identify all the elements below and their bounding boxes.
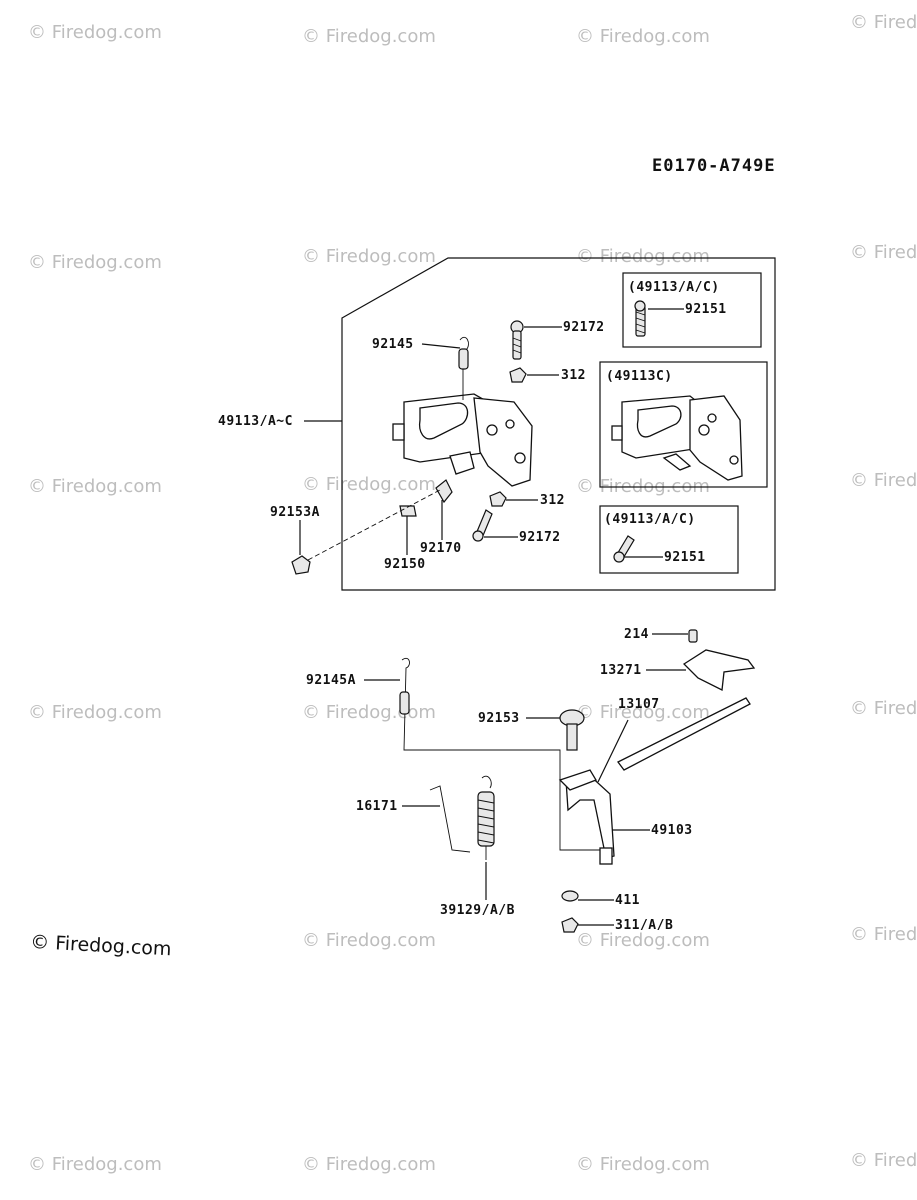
nut-311	[561, 917, 579, 933]
spring-92145a	[399, 657, 608, 851]
bolt-92172-top	[510, 320, 524, 360]
watermark: © Firedog.com	[28, 476, 162, 497]
label-92172-bottom: 92172	[519, 530, 561, 545]
watermark: © Firedog.com	[850, 470, 917, 491]
bolt-92172-bottom	[472, 509, 493, 542]
bolt-92153a	[291, 555, 311, 575]
label-13271: 13271	[600, 663, 642, 678]
label-13107: 13107	[618, 697, 660, 712]
label-49103: 49103	[651, 823, 693, 838]
watermark: © Firedog.com	[302, 474, 436, 495]
svg-text:92151: 92151	[664, 550, 706, 565]
governor-bracket-49113	[392, 393, 533, 487]
screw-214	[688, 629, 698, 643]
watermark: © Firedog.com	[28, 702, 162, 723]
watermark: © Firedog.com	[850, 242, 917, 263]
label-312-top: 312	[561, 368, 586, 383]
clip-92170	[435, 479, 453, 504]
spring-92145	[458, 336, 469, 400]
label-312-bottom: 312	[540, 493, 565, 508]
svg-text:(49113/A/C): (49113/A/C)	[604, 512, 696, 527]
watermark: © Firedog.com	[850, 1150, 917, 1171]
watermark: © Firedog.com	[576, 702, 710, 723]
label-92153a: 92153A	[270, 505, 320, 520]
svg-text:(49113/A/C): (49113/A/C)	[628, 280, 720, 295]
inset-49113-ac-top: (49113/A/C) 92151	[622, 272, 762, 348]
label-92170: 92170	[420, 541, 462, 556]
watermark: © Firedog.com	[576, 1154, 710, 1175]
watermark-main: © Firedog.com	[30, 931, 172, 960]
label-39129: 39129/A/B	[440, 903, 515, 918]
label-92153: 92153	[478, 711, 520, 726]
watermark-grid: © Firedog.com © Firedog.com © Firedog.co…	[28, 12, 917, 1175]
watermark: © Firedog.com	[28, 22, 162, 43]
watermark: © Firedog.com	[576, 26, 710, 47]
label-92172-top: 92172	[563, 320, 605, 335]
label-92145: 92145	[372, 337, 414, 352]
label-16171: 16171	[356, 799, 398, 814]
watermark: © Firedog.com	[28, 1154, 162, 1175]
label-49113: 49113/A~C	[218, 414, 293, 429]
bracket-icon	[611, 395, 743, 481]
svg-text:(49113C): (49113C)	[606, 369, 673, 384]
lever-49103	[558, 769, 615, 865]
bolt-92150	[399, 505, 417, 517]
watermark: © Firedog.com	[850, 698, 917, 719]
watermark: © Firedog.com	[576, 246, 710, 267]
leader-13107	[597, 719, 629, 783]
watermark: © Firedog.com	[576, 930, 710, 951]
diagram-code: E0170-A749E	[652, 156, 776, 176]
watermark: © Firedog.com	[850, 924, 917, 945]
nut-312-bottom	[489, 491, 507, 507]
label-311: 311/A/B	[615, 918, 673, 933]
svg-text:92151: 92151	[685, 302, 727, 317]
inset-49113c: (49113C)	[599, 361, 768, 488]
leader-92145	[421, 343, 461, 349]
washer-411	[561, 890, 579, 902]
label-411: 411	[615, 893, 640, 908]
label-92145a: 92145A	[306, 673, 356, 688]
watermark: © Firedog.com	[302, 702, 436, 723]
bolt-92153	[559, 709, 585, 751]
watermark: © Firedog.com	[302, 246, 436, 267]
plate-13271	[682, 649, 756, 691]
watermark: © Firedog.com	[850, 12, 917, 33]
assembly-frame	[341, 257, 776, 591]
label-214: 214	[624, 627, 649, 642]
bolt-icon	[613, 535, 635, 563]
rod-16171	[429, 785, 471, 853]
spring-39129	[477, 775, 495, 860]
watermark: © Firedog.com	[302, 1154, 436, 1175]
watermark: © Firedog.com	[302, 930, 436, 951]
label-92150: 92150	[384, 557, 426, 572]
axis-line-92153a	[307, 489, 441, 561]
bolt-icon	[634, 300, 646, 337]
shaft-13107	[617, 697, 751, 771]
inset-49113-ac-bottom: (49113/A/C) 92151	[599, 505, 739, 574]
nut-312-top	[509, 367, 527, 383]
watermark: © Firedog.com	[28, 252, 162, 273]
watermark: © Firedog.com	[302, 26, 436, 47]
